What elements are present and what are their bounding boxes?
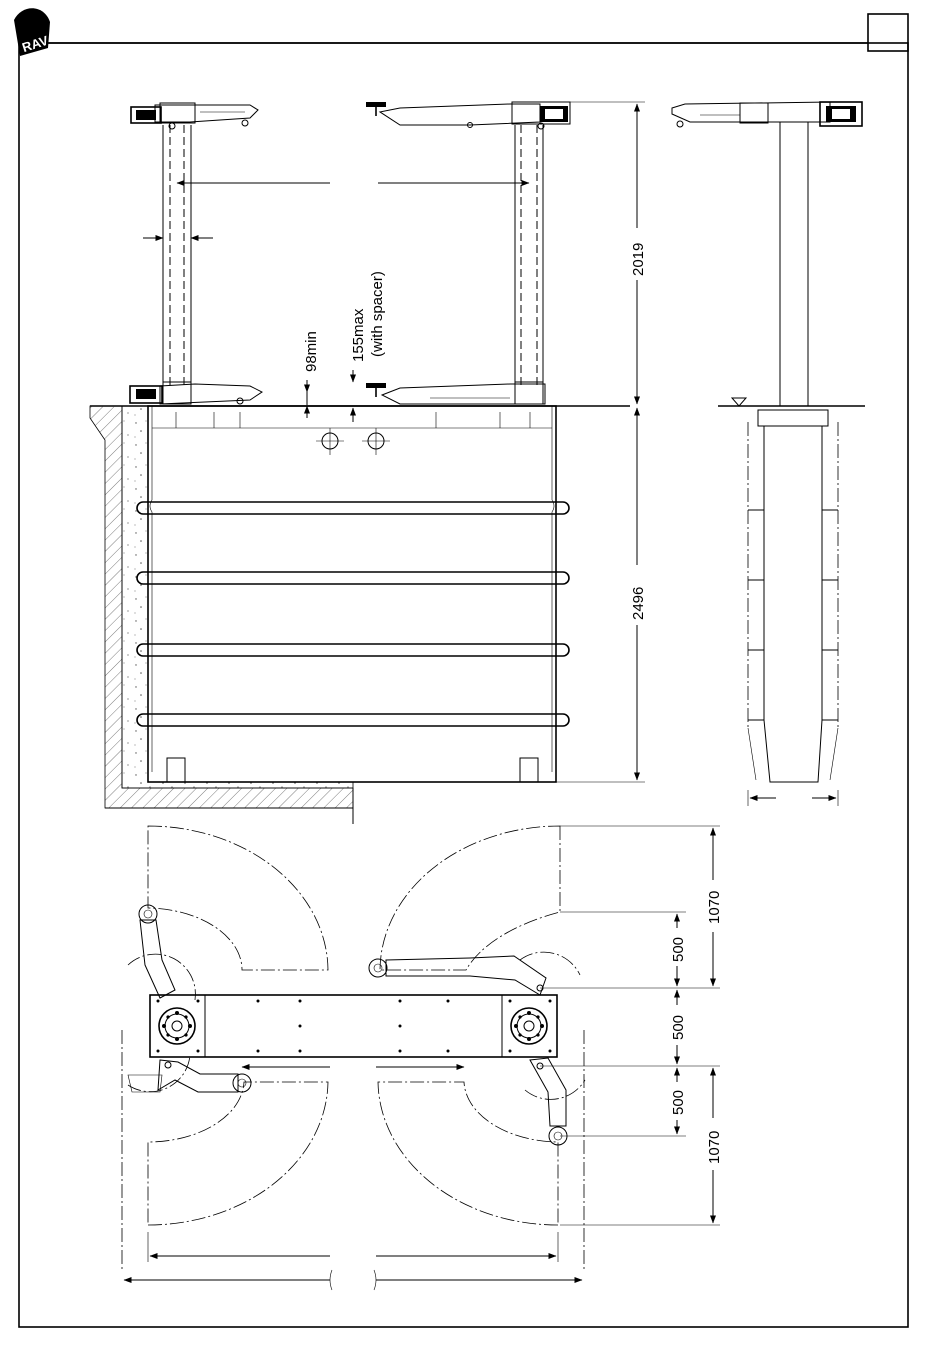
arm-rear-left bbox=[128, 1060, 251, 1092]
arm-offset-rear-label: 500 bbox=[670, 1090, 687, 1115]
ground-level-triangle-icon bbox=[732, 398, 746, 406]
left-arm-lowered bbox=[130, 382, 262, 404]
left-column bbox=[163, 125, 191, 388]
arm-front-left bbox=[139, 905, 175, 998]
arm-sweep-zones bbox=[148, 826, 560, 1225]
left-arm-top bbox=[131, 103, 258, 129]
pit-foundation bbox=[90, 406, 353, 824]
arm-rear-right bbox=[530, 1058, 567, 1145]
lifting-pad-icon bbox=[233, 1074, 251, 1092]
arm-offset-front-label: 500 bbox=[670, 937, 687, 962]
min-height-label: 98min bbox=[303, 331, 320, 372]
base-depth-label: 2496 bbox=[630, 587, 647, 620]
max-height-label: 155max bbox=[350, 308, 367, 362]
lifting-pad-icon bbox=[369, 959, 387, 977]
pivot-arc bbox=[520, 952, 580, 975]
column-height-label: 2019 bbox=[630, 243, 647, 276]
spacer-note-label: (with spacer) bbox=[369, 271, 386, 357]
vertical-dimension-lines bbox=[556, 102, 645, 782]
right-arm-lowered bbox=[366, 382, 545, 404]
height-min-max-arrows bbox=[307, 370, 353, 422]
arm-reach-front-label: 1070 bbox=[706, 891, 723, 924]
center-span-label: 500 bbox=[670, 1015, 687, 1040]
plan-width-dimensions bbox=[124, 1232, 582, 1290]
right-arm-top bbox=[366, 102, 570, 129]
right-column-flange bbox=[511, 1008, 547, 1044]
plan-view: 1070 500 500 500 1070 bbox=[122, 826, 723, 1290]
rav-logo: RAV bbox=[14, 8, 50, 56]
pivot-arc bbox=[525, 1080, 585, 1099]
arm-reach-rear-label: 1070 bbox=[706, 1131, 723, 1164]
right-column bbox=[515, 125, 543, 388]
side-base bbox=[748, 410, 838, 806]
side-arm-top bbox=[672, 102, 862, 127]
pivot-arc bbox=[128, 954, 195, 1000]
left-column-flange bbox=[159, 1008, 195, 1044]
sheet-frame bbox=[19, 14, 908, 1327]
plan-vertical-dimensions bbox=[540, 826, 720, 1225]
arm-front-right bbox=[369, 956, 546, 995]
column-spacing-dimension bbox=[143, 183, 529, 238]
base-plate bbox=[150, 995, 557, 1057]
front-elevation: 98min 155max (with spacer) bbox=[90, 102, 647, 824]
side-elevation bbox=[672, 102, 865, 806]
lift-base-frame bbox=[137, 406, 569, 782]
